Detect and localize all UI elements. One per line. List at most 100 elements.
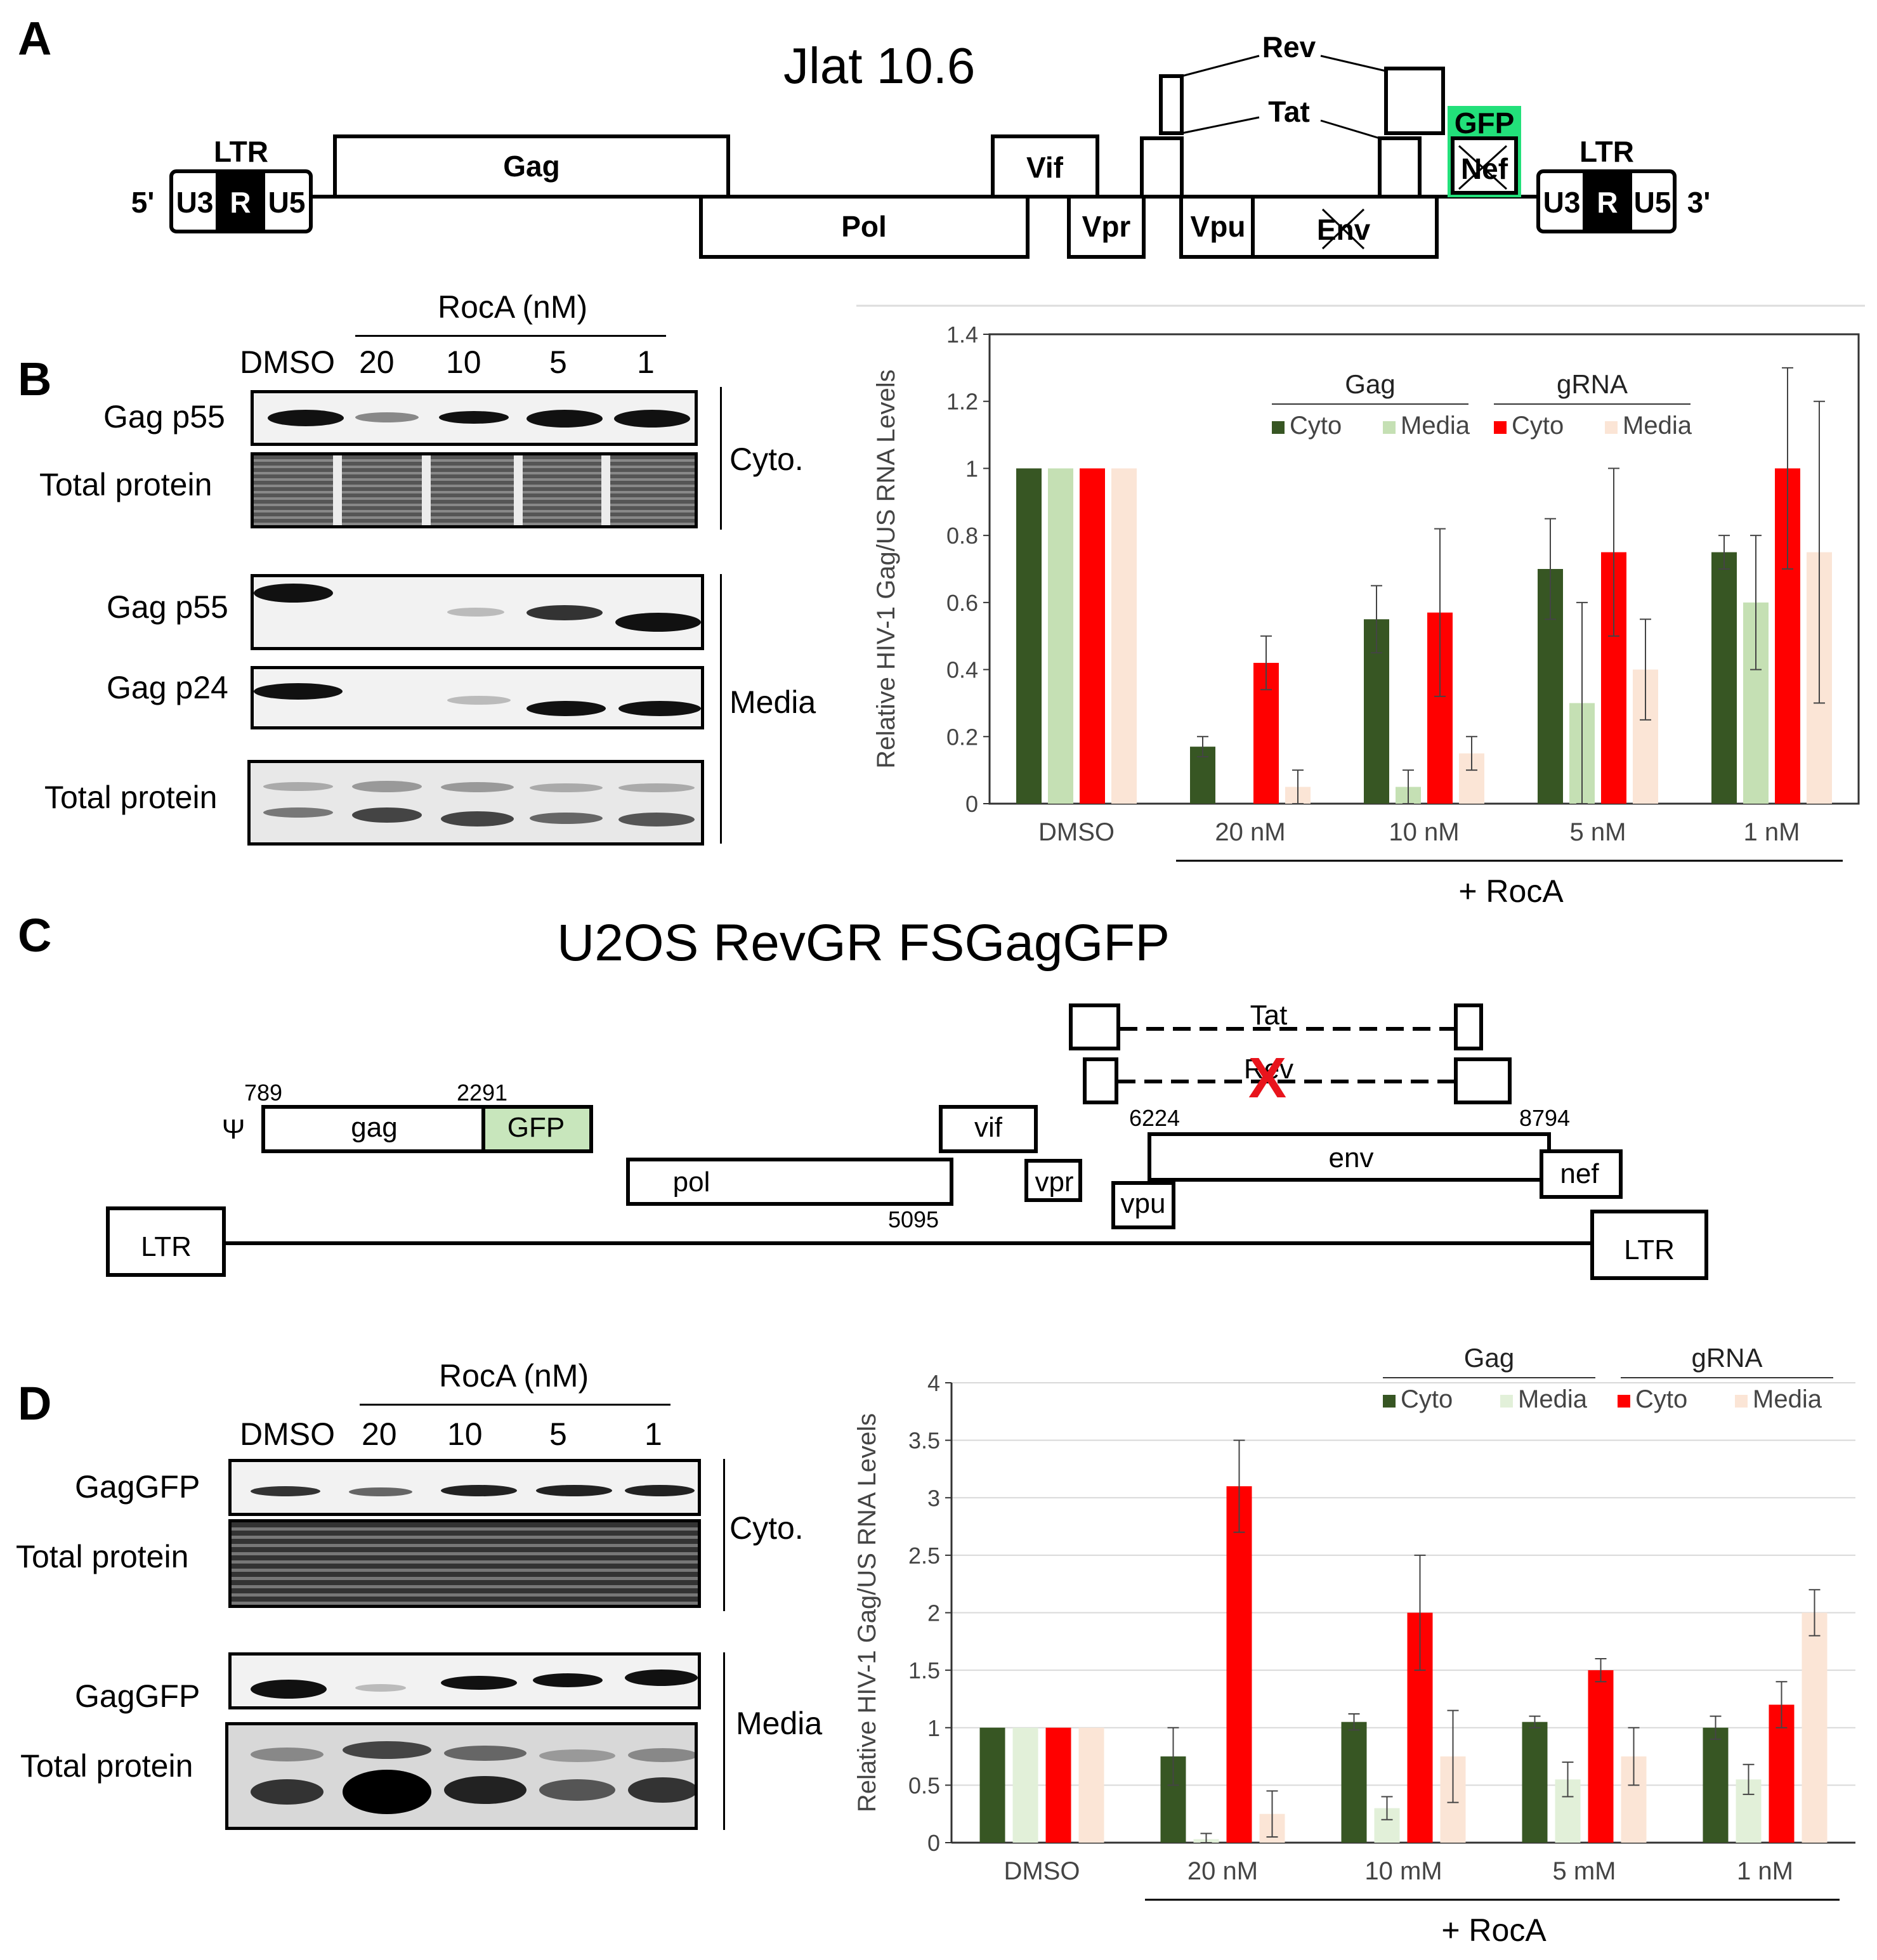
panel-d-treatment-line [360, 1404, 670, 1406]
group-label: + RocA [1441, 1912, 1547, 1948]
gfp-gene-label: GFP [1455, 107, 1515, 140]
panel-b-blot-media-total [247, 760, 704, 846]
bar-grna-cyto [1226, 1486, 1252, 1843]
legend-swatch [1618, 1395, 1630, 1408]
panel-a-genome-map: LTR 5' U3 R U5 Gag Pol Vif Vpr Vpu Env R… [131, 30, 1710, 259]
num-6224: 6224 [1129, 1105, 1180, 1131]
bar-grna-cyto [1045, 1727, 1071, 1843]
bar-gag-cyto [1016, 468, 1042, 804]
x-category-label: 20 nM [1187, 1857, 1258, 1885]
legend-label: Cyto [1512, 412, 1564, 440]
rev-x-mark: X [1248, 1047, 1286, 1110]
panel-b-blot-cyto-gag [251, 390, 698, 446]
panel-d-blot-media-gag [228, 1652, 701, 1709]
legend-swatch [1605, 421, 1618, 434]
panel-b-blot-media-gag24 [251, 666, 704, 729]
x-category-label: 1 nM [1744, 818, 1800, 846]
vpr-label: vpr [1035, 1166, 1073, 1198]
legend-label: Media [1623, 412, 1692, 440]
tat-gene-label: Tat [1268, 95, 1310, 128]
legend-label: Media [1753, 1385, 1822, 1413]
r-5-label: R [230, 186, 251, 219]
y-tick-label: 0 [927, 1830, 940, 1856]
panel-d-row-cyto-gag: GagGFP [75, 1469, 200, 1505]
panel-b-cyto-label: Cyto. [729, 441, 804, 477]
env-label: env [1329, 1142, 1374, 1173]
bar-gag-cyto [1711, 552, 1737, 804]
panel-d-lane-20: 20 [362, 1416, 397, 1452]
y-tick-label: 0 [965, 791, 978, 817]
legend-swatch [1500, 1395, 1513, 1408]
panel-b-treatment-label: RocA (nM) [438, 289, 588, 325]
nef-label: nef [1560, 1158, 1599, 1189]
tat-label: Tat [1250, 1000, 1288, 1031]
pol-label: pol [673, 1166, 710, 1198]
legend-swatch [1272, 421, 1285, 434]
y-tick-label: 1 [965, 455, 978, 481]
vpr-gene-label: Vpr [1082, 210, 1131, 243]
panel-b-row-media-gag55: Gag p55 [107, 589, 228, 625]
vpu-label: vpu [1121, 1188, 1166, 1219]
u5-3-label: U5 [1634, 186, 1671, 219]
group-label: + RocA [1458, 873, 1564, 907]
panel-a-letter: A [18, 12, 52, 65]
y-tick-label: 2 [927, 1600, 940, 1626]
panel-d-blot-cyto-gag [228, 1459, 701, 1516]
y-tick-label: 1.5 [908, 1657, 940, 1683]
y-tick-label: 0.8 [946, 523, 978, 549]
x-category-label: 1 nM [1737, 1857, 1793, 1885]
legend-swatch [1383, 421, 1396, 434]
bar-gag-cyto [1522, 1722, 1548, 1843]
panel-b-lane-1: 1 [637, 344, 655, 380]
panel-b-lane-5: 5 [549, 344, 567, 380]
vif-label: vif [974, 1112, 1003, 1143]
num-5095: 5095 [888, 1206, 939, 1232]
num-2291: 2291 [457, 1080, 507, 1106]
u3-5-label: U3 [176, 186, 214, 219]
x-category-label: 20 nM [1215, 818, 1285, 846]
panel-b-lane-dmso: DMSO [240, 344, 335, 380]
y-tick-label: 1 [927, 1715, 940, 1741]
panel-d-lane-1: 1 [644, 1416, 662, 1452]
x-category-label: 10 nM [1389, 818, 1459, 846]
ltr-right-label: LTR [1624, 1234, 1675, 1265]
bar-grna-media [1078, 1727, 1104, 1843]
legend-group-gag: Gag [1345, 369, 1395, 399]
legend-group-grna: gRNA [1557, 369, 1628, 399]
y-axis-title: Relative HIV-1 Gag/US RNA Levels [853, 1413, 881, 1812]
gag-label: gag [351, 1112, 397, 1143]
panel-d-row-cyto-total: Total protein [16, 1539, 189, 1574]
panel-d-lane-10: 10 [447, 1416, 483, 1452]
panel-b-lane-10: 10 [446, 344, 481, 380]
y-tick-label: 2.5 [908, 1543, 940, 1569]
panel-b-media-bracket [720, 574, 722, 844]
legend-label: Media [1401, 412, 1470, 440]
bar-grna-media [1111, 468, 1137, 804]
panel-c-letter: C [18, 909, 52, 962]
y-tick-label: 3.5 [908, 1428, 940, 1454]
bar-gag-cyto [1341, 1722, 1367, 1843]
panel-b-row-media-gag24: Gag p24 [107, 670, 228, 705]
y-tick-label: 4 [927, 1370, 940, 1396]
y-tick-label: 0.6 [946, 590, 978, 616]
y-tick-label: 0.4 [946, 657, 978, 683]
ltr-left-label: LTR [141, 1231, 192, 1262]
bar-gag-media [1048, 468, 1073, 804]
legend-swatch [1735, 1395, 1748, 1408]
panel-d-blot-media-total [225, 1722, 698, 1830]
panel-d-blot-cyto-total [228, 1519, 701, 1608]
panel-d-letter: D [18, 1377, 52, 1430]
u5-5-label: U5 [268, 186, 306, 219]
bar-grna-cyto [1080, 468, 1105, 804]
panel-d-media-label: Media [736, 1706, 823, 1741]
panel-b-letter: B [18, 353, 52, 405]
panel-b-row-cyto-gag: Gag p55 [103, 399, 225, 434]
bar-grna-cyto [1588, 1670, 1614, 1843]
pol-gene-label: Pol [841, 210, 887, 243]
panel-d-row-media-gag: GagGFP [75, 1678, 200, 1714]
bar-gag-media [1012, 1727, 1038, 1843]
u3-3-label: U3 [1543, 186, 1581, 219]
ltr-5-label: LTR [214, 135, 268, 168]
y-tick-label: 1.2 [946, 389, 978, 415]
